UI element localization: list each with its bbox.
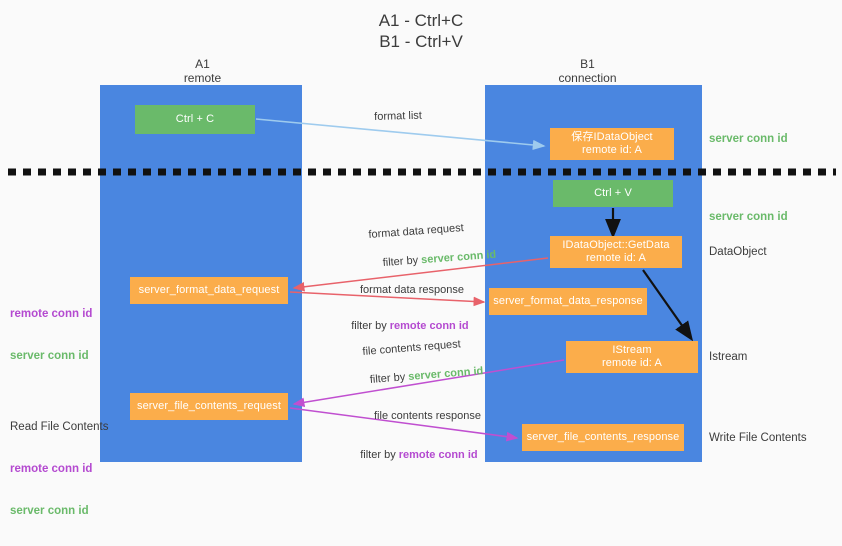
box-server-format-data-response[interactable]: server_format_data_response <box>489 288 647 315</box>
note-conn-ids-format: remote conn id server conn id <box>10 279 92 391</box>
filter-value-remote-conn-id-2: remote conn id <box>398 449 478 461</box>
label-file-contents-request-filter: filter by server conn id <box>356 350 485 402</box>
box-idataobject[interactable]: 保存IDataObject remote id: A <box>550 128 674 160</box>
filter-value-server-conn-id-1: server conn id <box>420 248 497 267</box>
note-write-file-contents: Write File Contents <box>709 432 807 444</box>
box-server-format-data-request[interactable]: server_format_data_request <box>130 277 288 304</box>
note-remote-conn-id-2: remote conn id <box>10 463 93 475</box>
box-istream[interactable]: IStream remote id: A <box>566 341 698 373</box>
note-server-conn-id-top: server conn id <box>709 133 788 145</box>
label-file-contents-response-filter: filter by remote conn id <box>348 434 478 476</box>
filter-prefix-2: filter by <box>351 320 390 332</box>
note-server-conn-id-1: server conn id <box>10 350 89 362</box>
note-read-file-contents: Read File Contents remote conn id server… <box>10 392 108 546</box>
note-remote-conn-id-1: remote conn id <box>10 308 93 320</box>
filter-value-remote-conn-id-1: remote conn id <box>389 320 469 332</box>
filter-prefix-1: filter by <box>382 254 422 270</box>
diagram-canvas: A1 - Ctrl+C B1 - Ctrl+V A1 remote B1 con… <box>8 11 836 517</box>
label-file-contents-response: file contents response <box>374 410 482 422</box>
label-format-data-response: format data response <box>360 284 464 296</box>
column-header-a1: A1 remote <box>183 57 222 85</box>
filter-prefix-3: filter by <box>369 370 409 386</box>
column-header-b1: B1 connection <box>558 57 617 85</box>
note-dataobject: DataObject <box>709 246 767 258</box>
box-ctrl-c[interactable]: Ctrl + C <box>135 105 255 134</box>
label-format-data-request-filter: filter by server conn id <box>369 234 498 285</box>
label-format-list: format list <box>374 109 423 123</box>
box-idataobject-getdata[interactable]: IDataObject::GetData remote id: A <box>550 236 682 268</box>
label-format-data-response-filter: filter by remote conn id <box>339 305 469 347</box>
note-server-conn-id-2: server conn id <box>10 505 89 517</box>
page-title: A1 - Ctrl+C B1 - Ctrl+V <box>378 11 464 51</box>
filter-prefix-4: filter by <box>360 449 399 461</box>
note-server-conn-id-middle: server conn id <box>709 211 788 223</box>
note-istream: Istream <box>709 351 748 363</box>
box-server-file-contents-response[interactable]: server_file_contents_response <box>522 424 684 451</box>
note-read-file-contents-title: Read File Contents <box>10 421 109 433</box>
box-server-file-contents-request[interactable]: server_file_contents_request <box>130 393 288 420</box>
filter-value-server-conn-id-2: server conn id <box>407 365 484 383</box>
box-ctrl-v[interactable]: Ctrl + V <box>553 180 673 207</box>
